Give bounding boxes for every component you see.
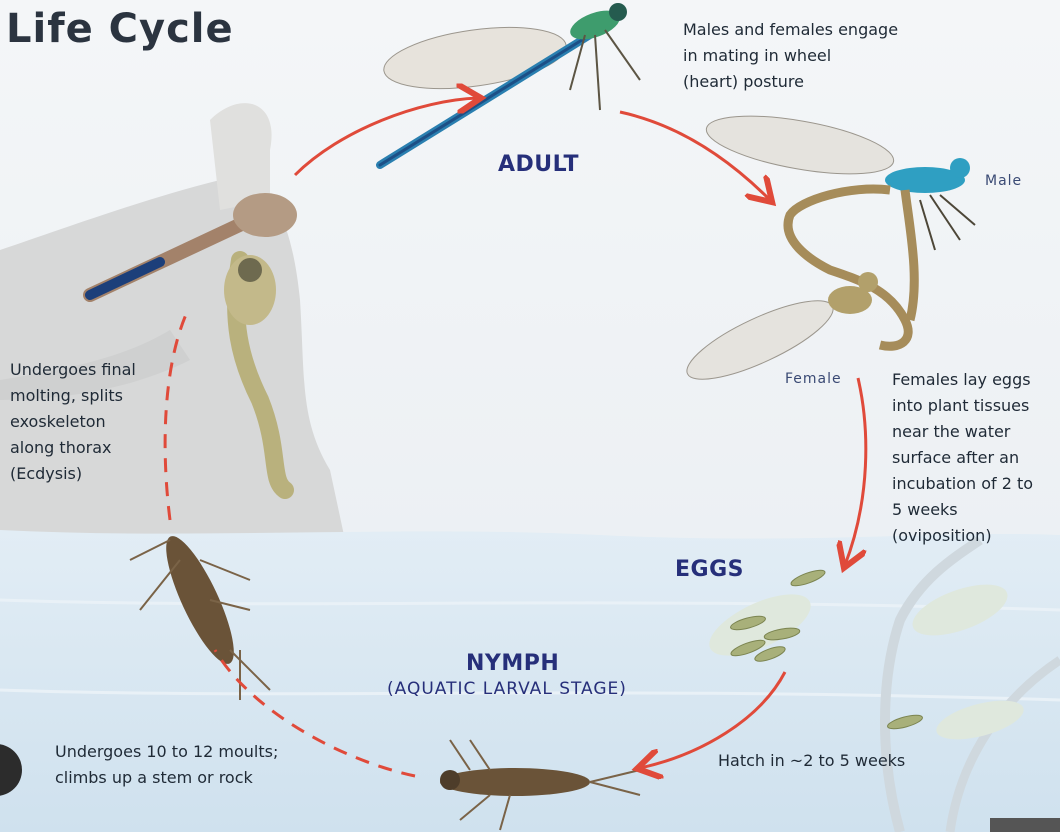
note-line: along thorax <box>10 438 112 457</box>
arrow-to-mating <box>619 110 770 200</box>
page-title: Life Cycle <box>6 6 234 52</box>
label-female: Female <box>785 371 842 387</box>
note-hatch: Hatch in ~2 to 5 weeks <box>718 751 906 770</box>
leaf <box>709 594 811 656</box>
note-line: surface after an <box>892 448 1020 467</box>
note-line: into plant tissues <box>892 396 1030 415</box>
note-line: exoskeleton <box>10 412 106 431</box>
note-line: molting, splits <box>10 386 123 405</box>
stage-label-nymph-sub: (AQUATIC LARVAL STAGE) <box>387 679 627 699</box>
note-line: (heart) posture <box>683 72 804 91</box>
cycle-arrows <box>163 98 868 778</box>
emerging-damselfly <box>83 103 297 499</box>
nymph-climbing <box>129 536 271 700</box>
note-line: Males and females engage <box>683 20 899 39</box>
stage-label-adult: ADULT <box>498 152 580 177</box>
label-male: Male <box>985 173 1023 189</box>
stage-label-nymph: NYMPH <box>466 651 560 676</box>
note-line: near the water <box>892 422 1011 441</box>
note-line: 5 weeks <box>892 500 958 519</box>
note-ecdysis: Undergoes final molting, splits exoskele… <box>10 357 136 487</box>
note-line: (oviposition) <box>892 526 992 545</box>
note-line: (Ecdysis) <box>10 464 83 483</box>
nymph-bottom <box>440 739 641 831</box>
note-mating: Males and females engage in mating in wh… <box>683 17 898 95</box>
note-line: climbs up a stem or rock <box>55 768 253 787</box>
note-oviposition: Females lay eggs into plant tissues near… <box>892 367 1033 549</box>
eggs-illustration <box>730 569 923 730</box>
nav-dot <box>0 744 22 796</box>
arrow-to-emergence <box>163 309 190 521</box>
arrow-to-nymph <box>640 671 787 768</box>
arrow-to-eggs <box>845 377 868 565</box>
note-moults: Undergoes 10 to 12 moults; climbs up a s… <box>55 739 278 791</box>
note-line: Undergoes final <box>10 360 136 379</box>
note-line: Undergoes 10 to 12 moults; <box>55 742 279 761</box>
corner-block <box>990 818 1060 832</box>
note-line: Females lay eggs <box>892 370 1031 389</box>
mating-pair <box>686 115 976 380</box>
note-line: in mating in wheel <box>683 46 832 65</box>
stage-label-eggs: EGGS <box>675 557 744 582</box>
arrow-to-adult <box>293 98 478 177</box>
note-line: incubation of 2 to <box>892 474 1034 493</box>
arrow-to-climbing <box>213 649 416 778</box>
